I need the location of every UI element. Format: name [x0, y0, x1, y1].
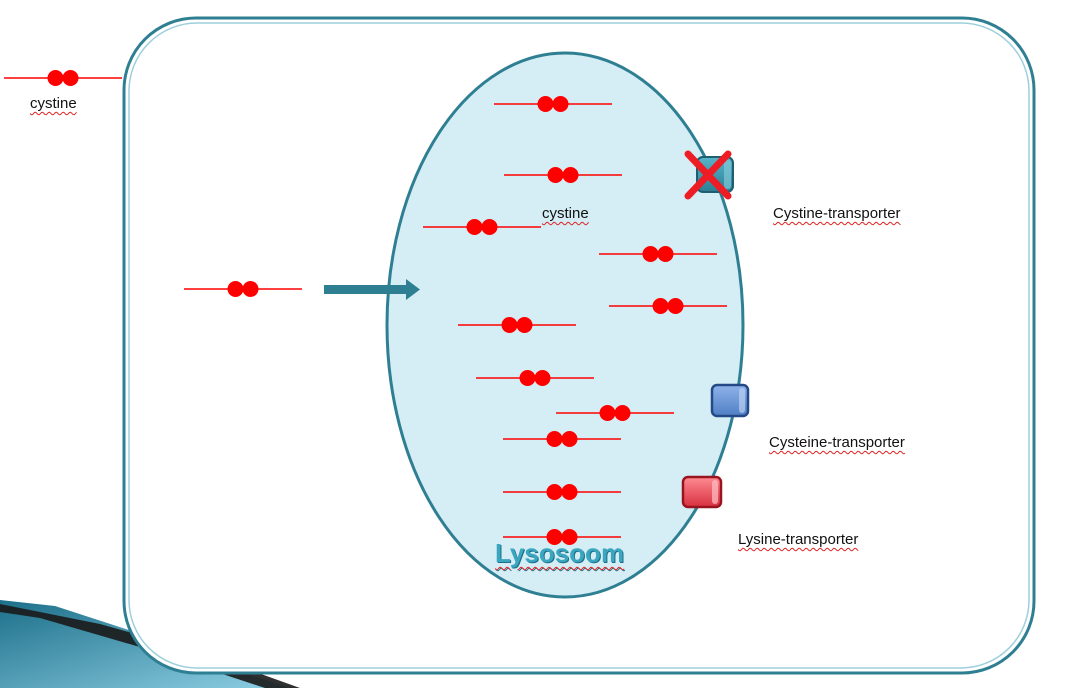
lysine-transporter [681, 475, 723, 509]
cystine-transporter [696, 156, 734, 193]
legend-cystine-label: cystine [30, 95, 77, 112]
cystine-molecule [504, 167, 622, 183]
cell-boundary-inner [128, 22, 1030, 669]
cystine-molecules [4, 70, 727, 545]
cystine-molecule [503, 529, 621, 545]
cystine-molecule [184, 281, 302, 297]
cystine-molecule [556, 405, 674, 421]
cystine-molecule [609, 298, 727, 314]
cystine-molecule [458, 317, 576, 333]
cystine-molecule [476, 370, 594, 386]
cysteine-transporter-label: Cysteine-transporter [769, 434, 905, 451]
cystine-molecule [503, 431, 621, 447]
arrow-right-icon [324, 279, 420, 300]
cystine-molecule [599, 246, 717, 262]
x-mark-icon [684, 150, 732, 200]
lysine-transporter-label: Lysine-transporter [738, 531, 859, 548]
inner-cystine-label: cystine [542, 205, 589, 222]
lysosome-title: Lysosoom [495, 538, 625, 568]
cystine-transporter-label: Cystine-transporter [773, 205, 901, 222]
cystine-molecule [503, 484, 621, 500]
cystine-molecule [423, 219, 541, 235]
cysteine-transporter [710, 383, 750, 418]
legend-cystine-molecule [4, 70, 122, 86]
cystine-molecule [494, 96, 612, 112]
